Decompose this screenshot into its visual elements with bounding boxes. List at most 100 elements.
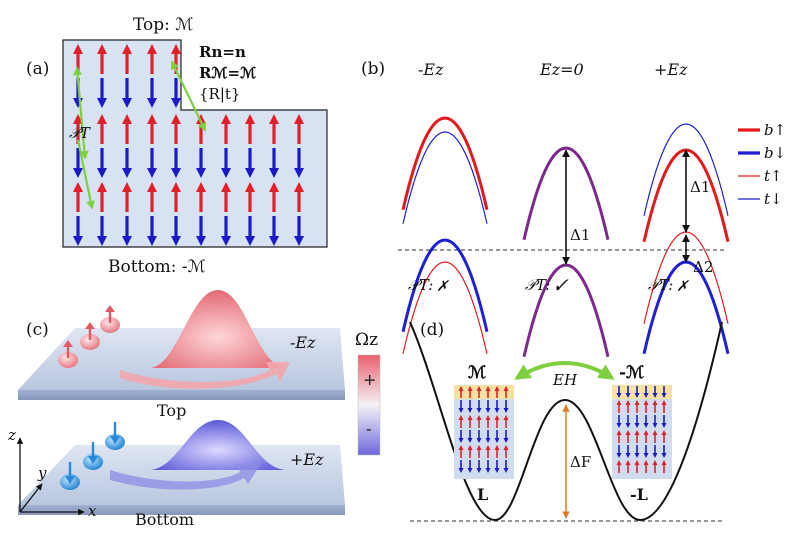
bottom-slab-edge [18, 505, 345, 515]
spin-arrow-head [245, 236, 255, 246]
spin-arrow-head [122, 182, 132, 192]
spin-arrow-head [88, 456, 98, 464]
gap-label-center: Δ1 [570, 226, 590, 244]
spin-arrow-head [294, 114, 304, 124]
spin-arrow-head [97, 114, 107, 124]
spin-down-electron [105, 422, 125, 450]
spin-arrow-head [221, 168, 231, 178]
spin-arrow-head [294, 236, 304, 246]
spin-arrow-head [294, 168, 304, 178]
barrier-height-label: ΔF [570, 453, 591, 471]
electric-switch-arrow [514, 361, 615, 380]
spin-arrow-head [122, 236, 132, 246]
bottom-spin-electrons [60, 422, 125, 490]
spin-arrow-head [122, 114, 132, 124]
stack-spin-arrow-head [467, 415, 473, 420]
legend-label-b-down: b↓ [764, 144, 786, 162]
stack-spin-arrow-head [503, 445, 509, 450]
stack-spin-arrow-head [616, 400, 622, 405]
stack-spin-arrow-head [634, 453, 640, 458]
spin-arrow-head [97, 168, 107, 178]
stack-spin-arrow-head [661, 430, 667, 435]
colorbar-plus: + [363, 370, 376, 389]
bottom-field-label: +Ez [290, 450, 324, 469]
symmetry-line-3: {R|t} [199, 85, 240, 103]
spin-arrow-head [171, 168, 181, 178]
spin-arrow-head [245, 182, 255, 192]
bottom-current-arrow [110, 462, 262, 490]
spin-arrow-head [65, 476, 75, 484]
lattice-outline [62, 39, 328, 248]
panel-d: (d) ΔF EH ℳ -ℳ L -L [409, 320, 725, 522]
stack-spin-arrow-head [467, 438, 473, 443]
stack-spin-arrow-head [503, 386, 509, 391]
bottom-spin-peak [150, 420, 286, 470]
stack-spin-arrow-head [661, 393, 667, 398]
top-current-arrow [120, 362, 290, 389]
stack-spin-arrow-head [458, 445, 464, 450]
stack-spin-arrow-head [643, 430, 649, 435]
stack-spin-arrow-head [616, 423, 622, 428]
stack-spin-arrow-head [476, 468, 482, 473]
gap-label-right-2: Δ2 [693, 258, 713, 276]
stack-spin-arrow-head [661, 400, 667, 405]
z-axis-label: z [7, 426, 16, 444]
stack-spin-arrow-head [458, 386, 464, 391]
left-L-label: L [477, 485, 488, 504]
column-label-minus: -Ez [418, 60, 444, 79]
electron-sphere [100, 317, 120, 333]
band-t-up-left [402, 261, 488, 354]
stack-spin-arrow-head [494, 408, 500, 413]
top-slab: -Ez Top [18, 290, 345, 420]
colorbar-minus: - [366, 419, 371, 438]
spin-down-electron [83, 442, 103, 470]
spin-arrow-head [110, 436, 120, 444]
pt-status-right: 𝒫T: ✗ [648, 276, 689, 294]
gap-label-right-1: Δ1 [690, 178, 710, 196]
stack-spin-arrow-head [616, 430, 622, 435]
spin-arrow-head [147, 182, 157, 192]
symmetry-line-1: Rn=n [199, 43, 246, 61]
stack-spin-arrow-head [494, 386, 500, 391]
spin-arrow-head [171, 182, 181, 192]
stack-spin-arrow-head [485, 415, 491, 420]
top-field-label: -Ez [290, 333, 316, 352]
left-stack-top-band [454, 385, 514, 399]
pt-status-center: 𝒫T: ✓ [525, 276, 569, 294]
legend-label-t-up: t↑ [764, 167, 783, 185]
spin-arrow-head [73, 236, 83, 246]
stack-spin-arrow-head [616, 460, 622, 465]
stack-spin-arrow-head [494, 415, 500, 420]
spin-arrow-head [147, 236, 157, 246]
legend-label-b-up: b↑ [764, 121, 786, 139]
band-t-down-left [402, 131, 488, 224]
bottom-slab: +Ez Bottom [18, 420, 345, 529]
spin-arrow-head [73, 168, 83, 178]
right-stack-top-band [612, 385, 672, 399]
bottom-slab-name: Bottom [135, 510, 194, 529]
band-t-down-right [643, 123, 729, 216]
y-axis-label: y [37, 464, 47, 482]
stack-spin-arrow-head [616, 393, 622, 398]
y-axis [19, 483, 43, 513]
stack-spin-arrow-head [485, 386, 491, 391]
spin-arrow-head [73, 44, 83, 54]
top-slab-edge [18, 390, 345, 400]
spin-arrow-head [269, 114, 279, 124]
stack-spin-arrow-head [476, 386, 482, 391]
stack-spin-arrow-head [458, 415, 464, 420]
stack-spin-arrow-head [467, 386, 473, 391]
right-stack-body [612, 399, 672, 479]
stack-spin-arrow-head [458, 408, 464, 413]
panel-b-label: (b) [361, 59, 385, 79]
stack-spin-arrow-head [476, 408, 482, 413]
left-stack-spins [458, 386, 509, 473]
x-axis-label: x [88, 502, 97, 520]
spin-arrow-head [63, 340, 73, 347]
stack-spin-arrow-head [652, 393, 658, 398]
legend-label-t-down: t↓ [764, 190, 783, 208]
stack-spin-arrow-head [476, 445, 482, 450]
spin-arrow-head [97, 44, 107, 54]
spin-arrow-head [122, 98, 132, 108]
